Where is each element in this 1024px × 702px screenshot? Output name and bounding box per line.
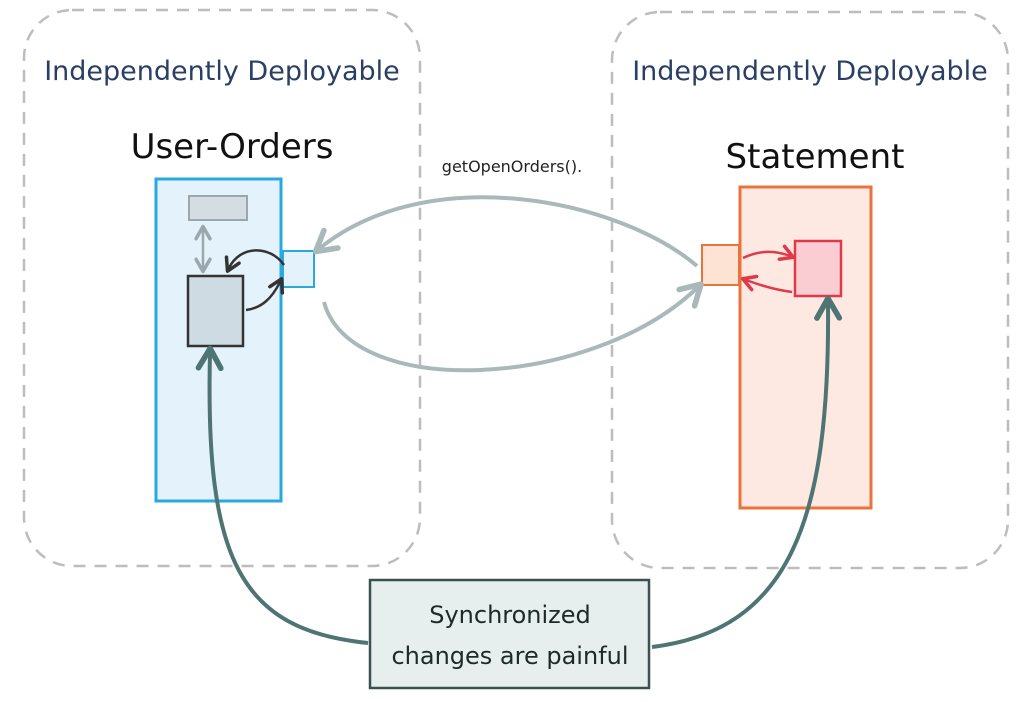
sync-note-box: [368, 578, 651, 690]
user-orders-logic-component: [186, 274, 245, 348]
deploy-zone-right: [610, 10, 1010, 570]
call-request-arrow: [312, 195, 699, 268]
statement-logic-component: [793, 239, 843, 298]
port-to-logic-arrow: [224, 249, 286, 273]
statement-logic-to-port-arrow: [740, 274, 793, 294]
zone-title-right: Independently Deployable: [632, 56, 988, 87]
call-response-arrow: [322, 281, 704, 373]
service-title-statement: Statement: [726, 137, 905, 177]
statement-port-to-logic-arrow: [742, 244, 796, 262]
sync-note-line-1: Synchronized: [429, 601, 591, 629]
sync-arrow-to-user-orders: [195, 345, 369, 645]
call-label: getOpenOrders().: [442, 157, 582, 176]
zone-title-left: Independently Deployable: [44, 56, 400, 87]
statement-interface-port: [701, 244, 740, 286]
logic-to-port-arrow: [245, 277, 285, 312]
user-orders-db-component: [188, 195, 248, 221]
statement-service-box: [738, 185, 873, 510]
sync-note-line-2: changes are painful: [391, 642, 628, 670]
service-title-user-orders: User-Orders: [131, 127, 334, 167]
sync-arrow-to-statement: [651, 295, 843, 649]
user-orders-interface-port: [282, 250, 315, 288]
deploy-zone-left: [22, 8, 422, 568]
